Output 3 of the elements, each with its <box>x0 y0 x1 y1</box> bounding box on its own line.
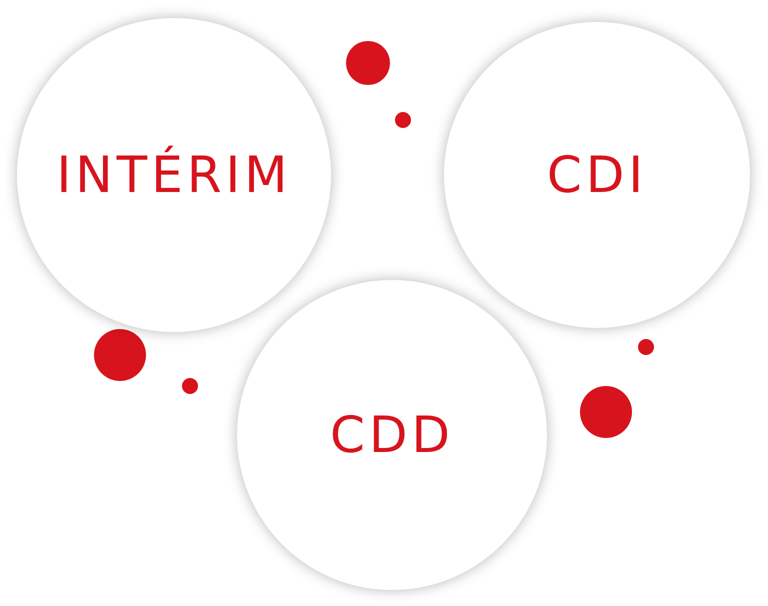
circle-label: CDD <box>330 406 454 464</box>
circle-label: INTÉRIM <box>56 146 292 204</box>
circle-label: CDI <box>546 146 648 204</box>
